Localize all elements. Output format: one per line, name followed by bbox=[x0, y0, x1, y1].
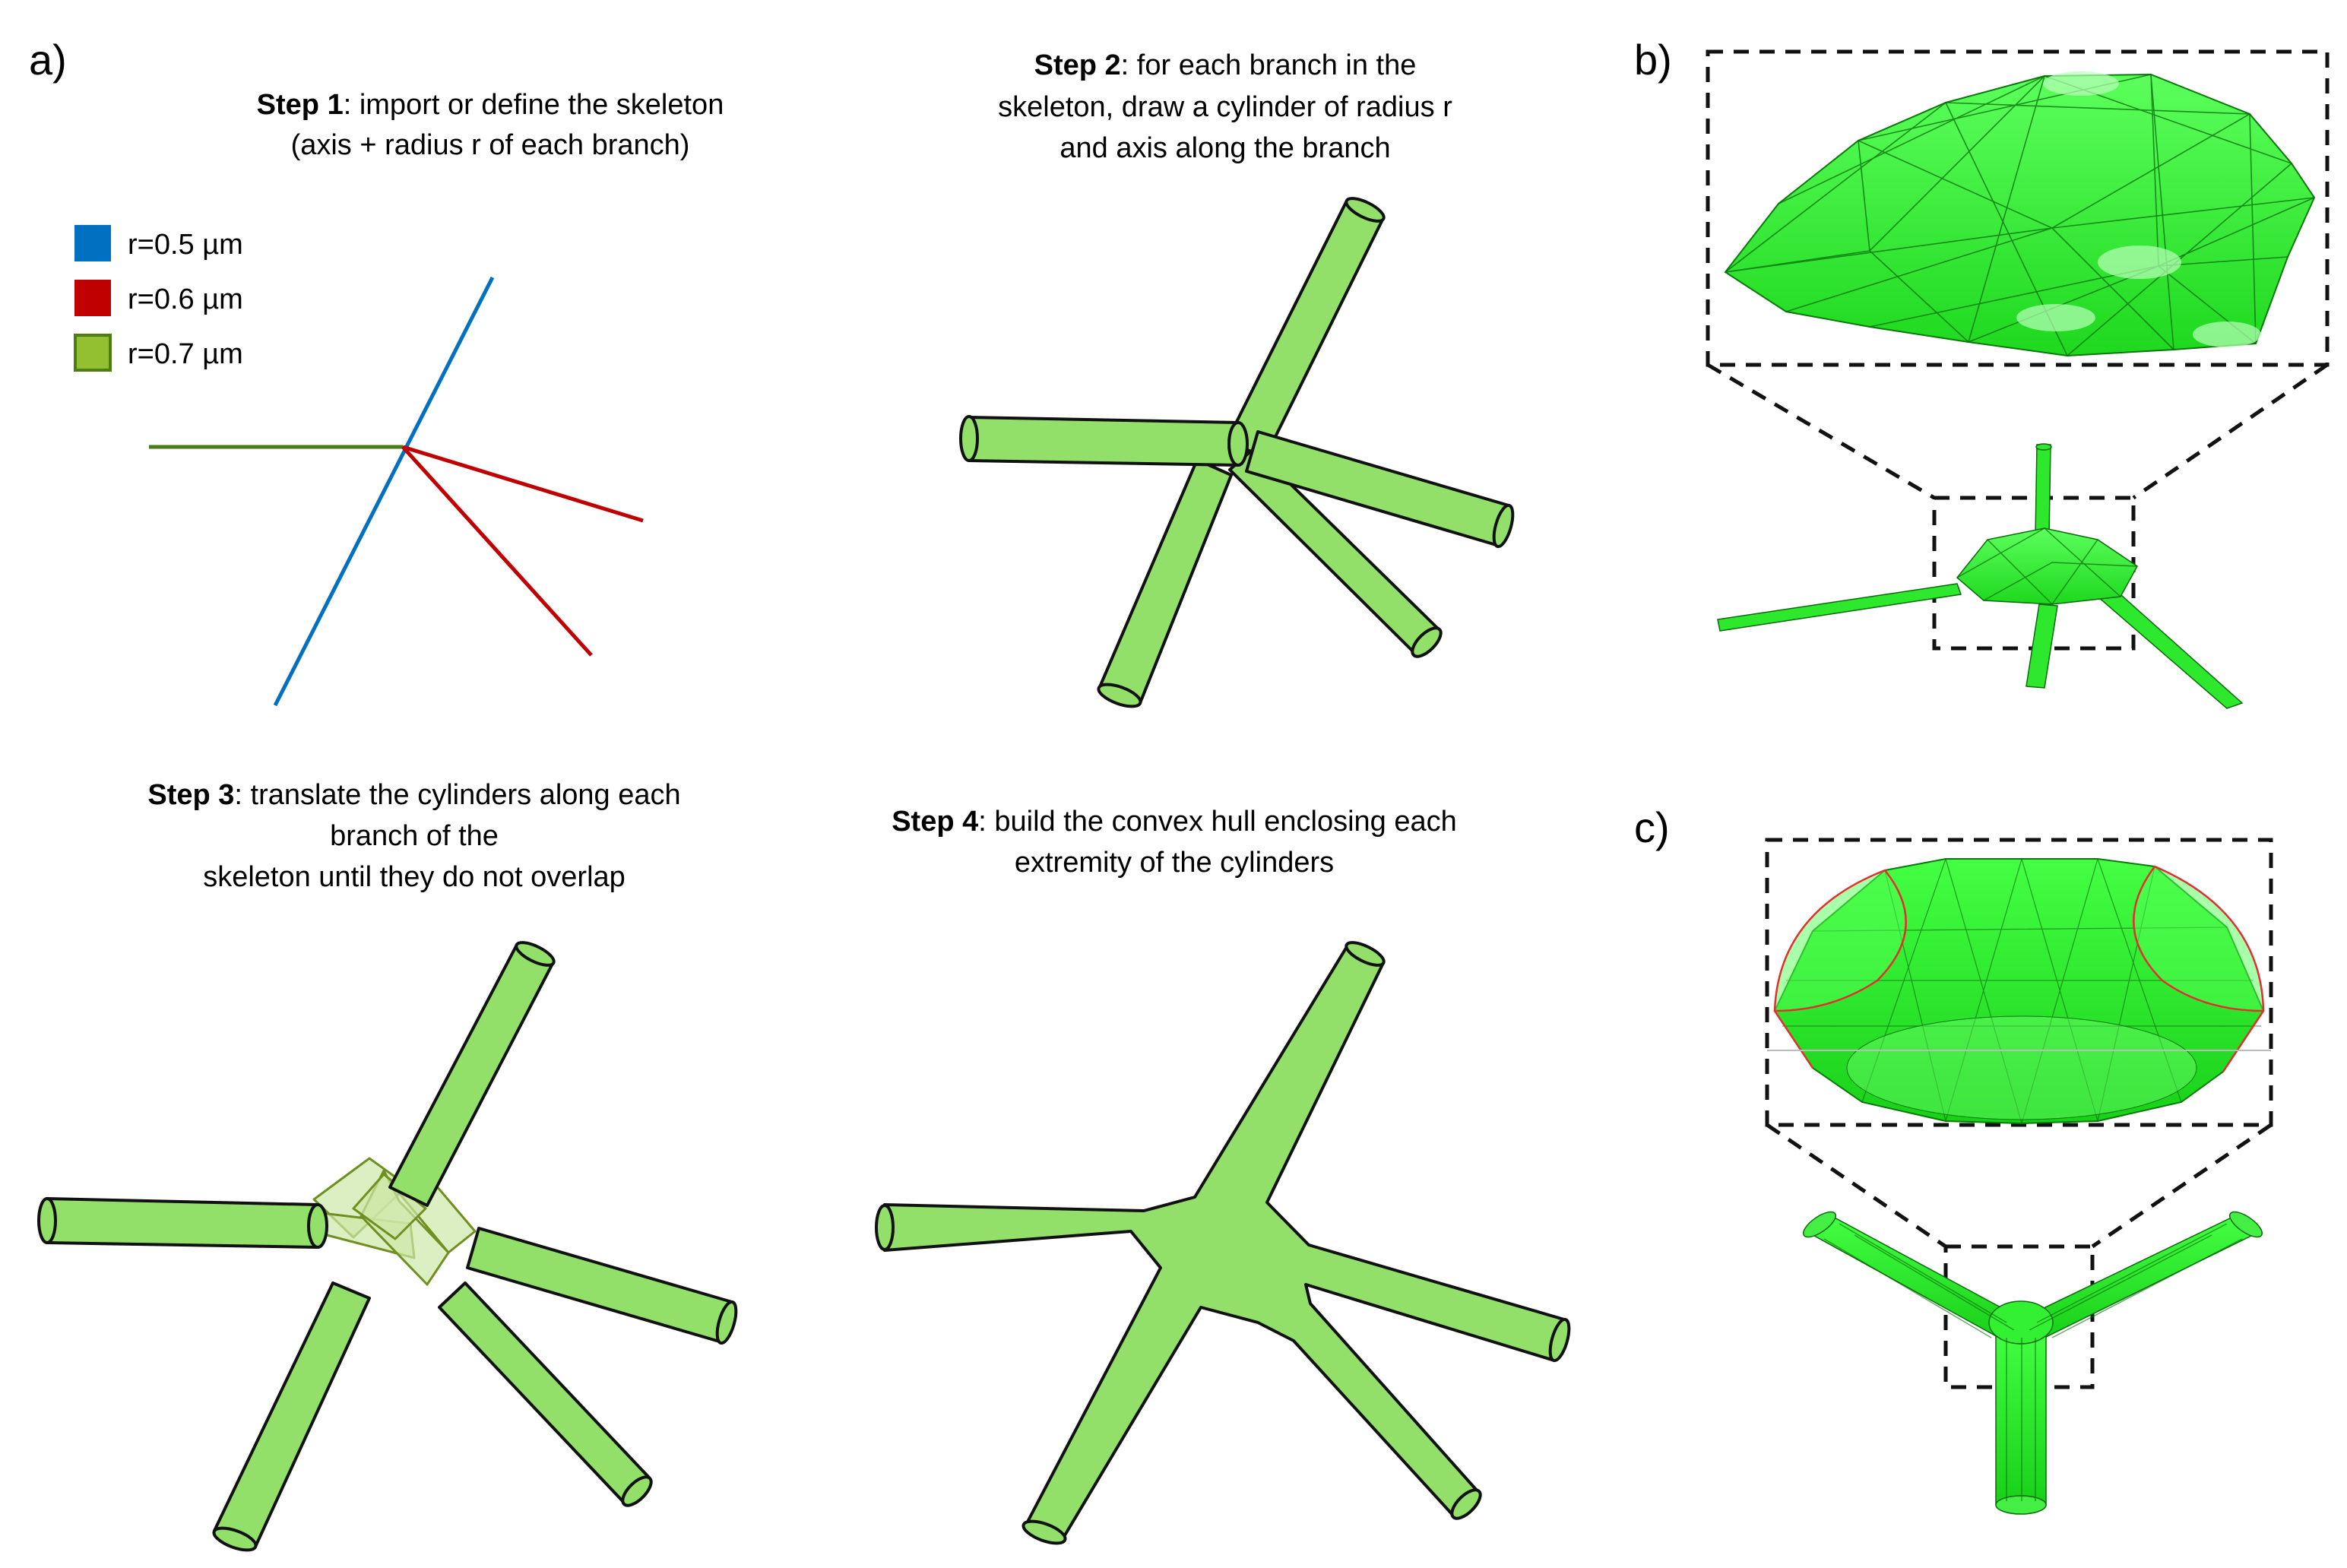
step4-label: Step 4 bbox=[892, 806, 978, 838]
skeleton-branch-blue bbox=[273, 276, 495, 707]
step4-caption: Step 4: build the convex hull enclosing … bbox=[892, 806, 1457, 879]
step4-line1: : build the convex hull enclosing each bbox=[978, 806, 1457, 838]
cylinders-step3 bbox=[37, 941, 738, 1552]
step2-label: Step 2 bbox=[1034, 49, 1121, 81]
hull-body bbox=[883, 944, 1566, 1541]
step3-cylinder-left bbox=[37, 1197, 328, 1249]
hull-step4 bbox=[875, 941, 1571, 1545]
step3-line1: : translate the cylinders along each bbox=[234, 779, 680, 811]
cylinder-lower-left bbox=[1097, 458, 1233, 708]
step3-line2: branch of the bbox=[330, 820, 499, 852]
step3-cylinder-lower-right bbox=[438, 1281, 653, 1507]
skeleton-branch-red-upper bbox=[402, 445, 644, 523]
panel-b-mesh-small bbox=[1717, 443, 2244, 709]
panel-label-c: c) bbox=[1634, 803, 1670, 851]
svg-text:Step 2: for each branch in the: Step 2: for each branch in the bbox=[1034, 49, 1417, 81]
skeleton-step1 bbox=[149, 276, 644, 707]
legend-swatch-red bbox=[74, 280, 111, 316]
step2-caption: Step 2: for each branch in the skeleton,… bbox=[998, 49, 1452, 164]
step3-label: Step 3 bbox=[147, 779, 234, 811]
legend-label-0: r=0.5 µm bbox=[128, 229, 243, 261]
legend-label-1: r=0.6 µm bbox=[128, 284, 243, 315]
svg-text:Step 4: build the convex hull: Step 4: build the convex hull enclosing … bbox=[892, 806, 1457, 838]
cylinders-step2 bbox=[959, 197, 1515, 708]
overlap-region bbox=[312, 1154, 477, 1286]
panel-label-b: b) bbox=[1634, 36, 1672, 84]
step2-line3: and axis along the branch bbox=[1059, 132, 1390, 164]
skeleton-branch-red-lower bbox=[401, 445, 593, 657]
legend: r=0.5 µm r=0.6 µm r=0.7 µm bbox=[74, 225, 243, 372]
step1-line1: : import or define the skeleton bbox=[344, 89, 724, 121]
legend-label-2: r=0.7 µm bbox=[128, 338, 243, 370]
step1-caption: Step 1: import or define the skeleton (a… bbox=[257, 89, 724, 161]
cylinder-right bbox=[1245, 430, 1515, 549]
step3-caption: Step 3: translate the cylinders along ea… bbox=[147, 779, 680, 893]
svg-text:Step 1: import or define the s: Step 1: import or define the skeleton bbox=[257, 89, 724, 121]
panel-c-hull-zoom bbox=[1767, 858, 2271, 1125]
cylinder-up bbox=[1226, 197, 1386, 460]
step4-line2: extremity of the cylinders bbox=[1015, 847, 1334, 879]
step2-line1: : for each branch in the bbox=[1121, 49, 1417, 81]
step3-cylinder-right bbox=[466, 1227, 738, 1345]
cylinder-left bbox=[959, 415, 1249, 467]
legend-swatch-green bbox=[74, 334, 112, 372]
step3-cylinder-up bbox=[388, 941, 556, 1207]
legend-swatch-blue bbox=[74, 225, 111, 261]
panel-label-a: a) bbox=[29, 36, 67, 84]
step1-line2: (axis + radius r of each branch) bbox=[291, 129, 690, 161]
step2-line2: skeleton, draw a cylinder of radius r bbox=[998, 91, 1452, 123]
panel-c-mesh-small bbox=[1802, 1211, 2263, 1515]
panel-b-mesh-zoom bbox=[1724, 71, 2316, 357]
step1-label: Step 1 bbox=[257, 89, 344, 121]
svg-text:Step 3: translate the cylinder: Step 3: translate the cylinders along ea… bbox=[147, 779, 680, 811]
step3-line3: skeleton until they do not overlap bbox=[203, 861, 626, 893]
step3-cylinder-lower-left bbox=[212, 1281, 371, 1552]
